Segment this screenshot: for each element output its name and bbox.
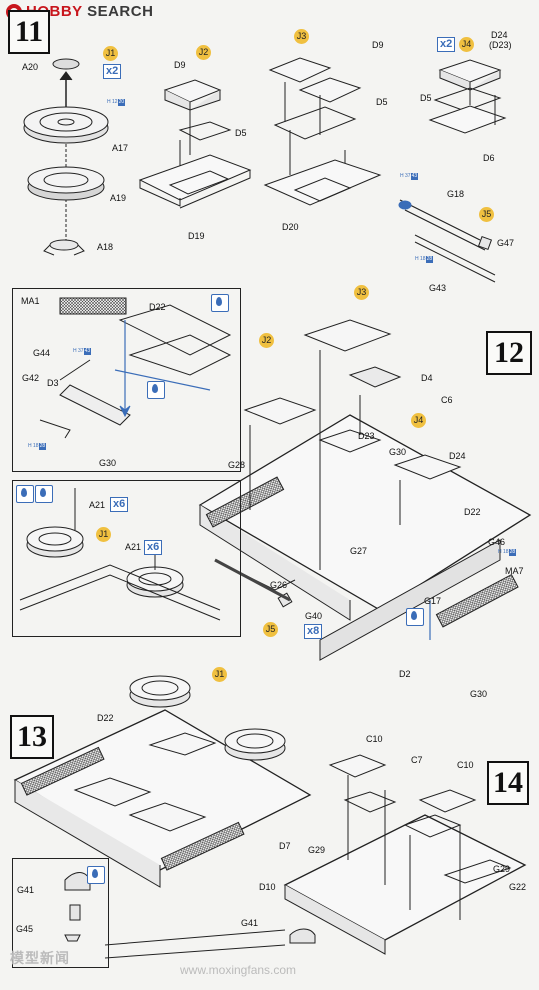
part-label: C6 — [441, 395, 453, 405]
paint-hint: H 3743 — [400, 173, 419, 180]
part-label: G40 — [305, 611, 323, 621]
part-label: G44 — [33, 348, 51, 358]
part-label: G41 — [241, 918, 259, 928]
part-label: C7 — [411, 755, 423, 765]
part-label: D24 — [491, 30, 508, 40]
part-label: D3 — [47, 378, 59, 388]
part-label: D5 — [376, 97, 388, 107]
part-label: G29 — [493, 864, 511, 874]
part-label: C10 — [457, 760, 474, 770]
paint-hint: H 1220 — [107, 99, 126, 106]
glue-icon — [35, 485, 53, 503]
part-label: G28 — [228, 460, 246, 470]
part-label: D2 — [399, 669, 411, 679]
subassembly-j1-circle: J1 — [212, 667, 227, 682]
paint-drop-icon — [87, 866, 105, 884]
multiplier-badge: x8 — [304, 624, 323, 639]
multiplier-badge: x6 — [110, 497, 129, 512]
part-label: D24 — [449, 451, 466, 461]
part-label: C10 — [366, 734, 383, 744]
part-label: D5 — [235, 128, 247, 138]
subassembly-j1-circle: J1 — [103, 46, 118, 61]
part-label: G42 — [22, 373, 40, 383]
part-label: A18 — [97, 242, 114, 252]
part-label: G45 — [16, 924, 34, 934]
part-label: (D23) — [489, 40, 512, 50]
part-label: D22 — [97, 713, 114, 723]
part-label: D5 — [420, 93, 432, 103]
paint-drop-icon — [16, 485, 34, 503]
subassembly-j5-circle: J5 — [479, 207, 494, 222]
part-label: D4 — [421, 373, 433, 383]
paint-hint: H 1828 — [415, 256, 434, 263]
part-label: G29 — [308, 845, 326, 855]
inset-panel-hook — [12, 858, 109, 968]
part-label: D9 — [372, 40, 384, 50]
part-label: A20 — [22, 62, 39, 72]
part-label: G46 — [488, 537, 506, 547]
watermark-url[interactable]: www.moxingfans.com — [180, 963, 297, 977]
part-label: D9 — [174, 60, 186, 70]
part-label: G41 — [17, 885, 35, 895]
step-number-11: 11 — [8, 10, 50, 54]
part-label: D7 — [279, 841, 291, 851]
part-label: G47 — [497, 238, 515, 248]
watermark-cn: 模型新闻 — [10, 950, 70, 966]
subassembly-j4-circle: J4 — [411, 413, 426, 428]
subassembly-j2-circle: J2 — [259, 333, 274, 348]
multiplier-badge: x2 — [437, 37, 456, 52]
paint-drop-icon — [211, 294, 229, 312]
part-label: D6 — [483, 153, 495, 163]
paint-hint: H 1828 — [498, 549, 517, 556]
part-label: D23 — [358, 431, 375, 441]
inset-panel-wheel-stowage — [12, 480, 241, 637]
subassembly-j2-circle: J2 — [196, 45, 211, 60]
part-label: G43 — [429, 283, 447, 293]
part-label: G30 — [389, 447, 407, 457]
paint-hint: H 1828 — [28, 443, 47, 450]
step-number-13: 13 — [10, 715, 54, 759]
part-label: G17 — [424, 596, 442, 606]
part-label: MA7 — [505, 566, 524, 576]
hub-a18-shape — [49, 239, 79, 251]
part-label: D19 — [188, 231, 205, 241]
multiplier-badge: x6 — [144, 540, 163, 555]
subassembly-j1-circle: J1 — [96, 527, 111, 542]
subassembly-j4-circle: J4 — [459, 37, 474, 52]
part-label: D20 — [282, 222, 299, 232]
paint-drop-icon — [406, 608, 424, 626]
subassembly-j3-circle: J3 — [294, 29, 309, 44]
part-label: MA1 — [21, 296, 40, 306]
part-label: G30 — [99, 458, 117, 468]
part-a20-shape — [52, 58, 80, 70]
inset-panel-deck-detail — [12, 288, 241, 472]
part-label: D22 — [149, 302, 166, 312]
part-label: G18 — [447, 189, 465, 199]
part-label: D22 — [464, 507, 481, 517]
paint-hint: H 3743 — [73, 348, 92, 355]
part-label: A21 — [89, 500, 106, 510]
step-number-14: 14 — [487, 761, 529, 805]
part-label: G30 — [470, 689, 488, 699]
subassembly-j5-circle: J5 — [263, 622, 278, 637]
part-label: G27 — [350, 546, 368, 556]
brand-search: SEARCH — [82, 3, 154, 20]
part-label: G26 — [270, 580, 288, 590]
part-label: A19 — [110, 193, 127, 203]
step-number-12: 12 — [486, 331, 532, 375]
part-label: A21 — [125, 542, 142, 552]
part-label: A17 — [112, 143, 129, 153]
paint-drop-icon — [147, 381, 165, 399]
part-label: D10 — [259, 882, 276, 892]
multiplier-badge: x2 — [103, 64, 122, 79]
subassembly-j3-circle: J3 — [354, 285, 369, 300]
part-label: G22 — [509, 882, 527, 892]
